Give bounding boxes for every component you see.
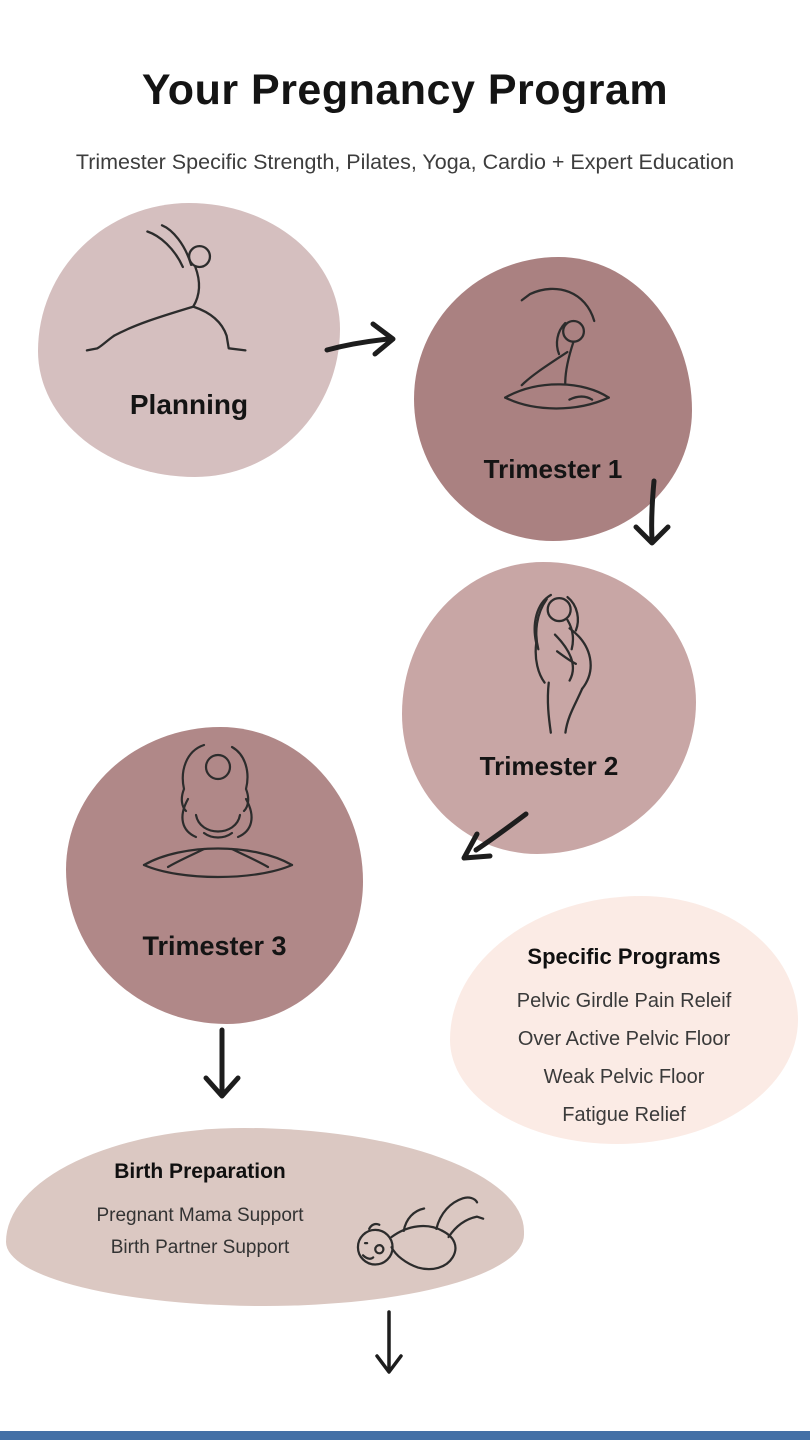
node-trimester-1: Trimester 1 [414,257,692,541]
list-item: Over Active Pelvic Floor [517,1028,731,1050]
node-trimester-1-label: Trimester 1 [483,454,623,484]
page-subtitle: Trimester Specific Strength, Pilates, Yo… [75,150,735,174]
birth-preparation-title: Birth Preparation [114,1160,286,1183]
arrow-down-left-icon [461,811,529,861]
arrow-right-icon [324,321,396,357]
node-trimester-2: Trimester 2 [402,562,696,854]
node-trimester-3-label: Trimester 3 [142,931,287,961]
list-item: Pelvic Girdle Pain Releif [516,990,732,1012]
specific-programs-title: Specific Programs [527,944,721,969]
footer-bar [0,1431,810,1440]
arrow-down-icon [375,1310,403,1374]
list-item: Weak Pelvic Floor [543,1066,705,1088]
page-title: Your Pregnancy Program [141,66,669,114]
list-item: Fatigue Relief [562,1104,686,1126]
list-item: Birth Partner Support [110,1237,290,1258]
arrow-down-icon [203,1027,241,1099]
node-trimester-2-label: Trimester 2 [479,751,619,781]
pregnant-woman-figure-icon [533,593,592,734]
node-specific-programs: Specific Programs Pelvic Girdle Pain Rel… [450,896,798,1144]
node-planning: Planning [38,203,340,477]
node-trimester-3: Trimester 3 [66,727,363,1024]
baby-figure-icon [356,1196,485,1271]
seated-side-stretch-figure-icon [504,287,610,410]
node-birth-preparation: Birth Preparation Pregnant Mama Support … [6,1128,524,1306]
seated-pregnant-figure-icon [142,743,294,879]
birth-preparation-list: Pregnant Mama Support Birth Partner Supp… [32,1200,368,1264]
node-planning-label: Planning [129,389,249,420]
list-item: Pregnant Mama Support [96,1205,304,1226]
arrow-down-icon [633,478,671,546]
specific-programs-list: Pelvic Girdle Pain Releif Over Active Pe… [450,982,798,1134]
yoga-lunge-figure-icon [85,224,247,352]
